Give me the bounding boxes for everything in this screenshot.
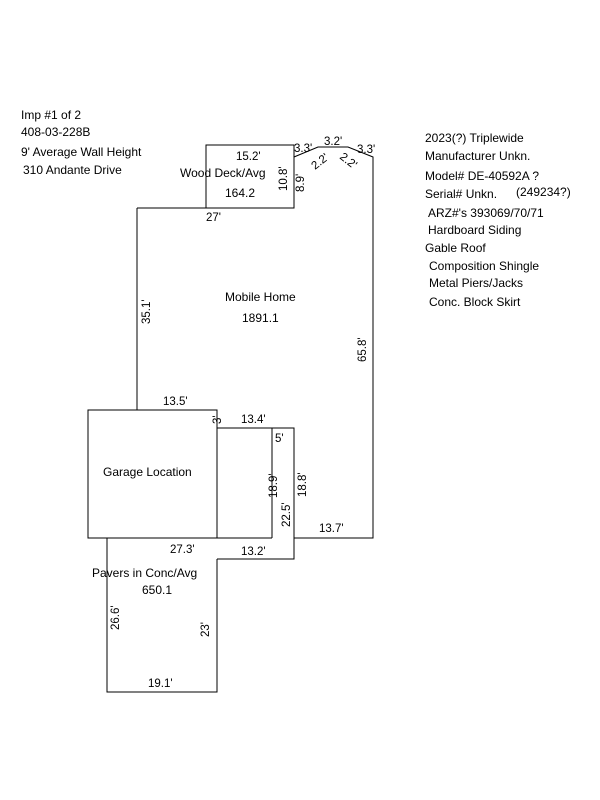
imp-label: Imp #1 of 2 — [21, 108, 81, 122]
manufacturer: Manufacturer Unkn. — [425, 149, 530, 163]
siding-type: Hardboard Siding — [428, 223, 521, 237]
dim-3-3-right: 3.3' — [357, 144, 375, 156]
wood-deck-outline — [205, 144, 295, 209]
wall-height-note: 9' Average Wall Height — [21, 145, 142, 159]
dim-2-2-right: 2.2' — [337, 151, 359, 172]
dim-3-2: 3.2' — [324, 136, 342, 148]
dim-27: 27' — [206, 212, 221, 224]
garage-name-label: Garage Location — [103, 465, 192, 479]
dim-22-5: 22.5' — [281, 502, 293, 527]
garage-outline — [87, 409, 295, 560]
parcel-number: 408-03-228B — [21, 125, 90, 139]
model-number: Model# DE-40592A ? — [425, 169, 539, 183]
dim-3: 3' — [212, 415, 224, 424]
home-area-label: 1891.1 — [242, 311, 279, 325]
dim-2-2-left: 2.2' — [309, 152, 331, 173]
shingle-type: Composition Shingle — [429, 259, 539, 273]
home-name-label: Mobile Home — [225, 290, 296, 304]
mobile-home-outline — [136, 146, 374, 539]
dim-19-1: 19.1' — [148, 678, 173, 690]
year-type: 2023(?) Triplewide — [425, 131, 524, 145]
serial-number: Serial# Unkn. — [425, 187, 497, 201]
roof-type: Gable Roof — [425, 241, 486, 255]
dim-65-8: 65.8' — [357, 337, 369, 362]
dim-deck-top: 15.2' — [236, 151, 261, 163]
dim-13-4: 13.4' — [241, 414, 266, 426]
dim-13-7: 13.7' — [319, 523, 344, 535]
dim-deck-side: 10.8' — [278, 166, 290, 191]
serial-alt: (249234?) — [516, 185, 571, 199]
dim-27-3: 27.3' — [170, 544, 195, 556]
dim-5: 5' — [275, 433, 284, 445]
arz-numbers: ARZ#'s 393069/70/71 — [428, 206, 544, 220]
dim-8-9: 8.9' — [295, 174, 307, 192]
pier-type: Metal Piers/Jacks — [429, 276, 523, 290]
pavers-name-label: Pavers in Conc/Avg — [92, 566, 197, 580]
dim-35-1: 35.1' — [141, 299, 153, 324]
dim-13-2: 13.2' — [241, 546, 266, 558]
dim-23: 23' — [200, 622, 212, 637]
dim-13-5: 13.5' — [163, 396, 188, 408]
deck-area-label: 164.2 — [225, 186, 255, 200]
deck-name-label: Wood Deck/Avg — [180, 166, 266, 180]
address: 310 Andante Drive — [23, 163, 122, 177]
dim-18-9: 18.9' — [268, 473, 280, 498]
dim-26-6: 26.6' — [110, 605, 122, 630]
dim-18-8: 18.8' — [297, 472, 309, 497]
pavers-area-label: 650.1 — [142, 583, 172, 597]
pavers-outline — [106, 538, 218, 693]
skirt-type: Conc. Block Skirt — [429, 295, 521, 309]
dim-3-3-left: 3.3' — [294, 143, 312, 155]
